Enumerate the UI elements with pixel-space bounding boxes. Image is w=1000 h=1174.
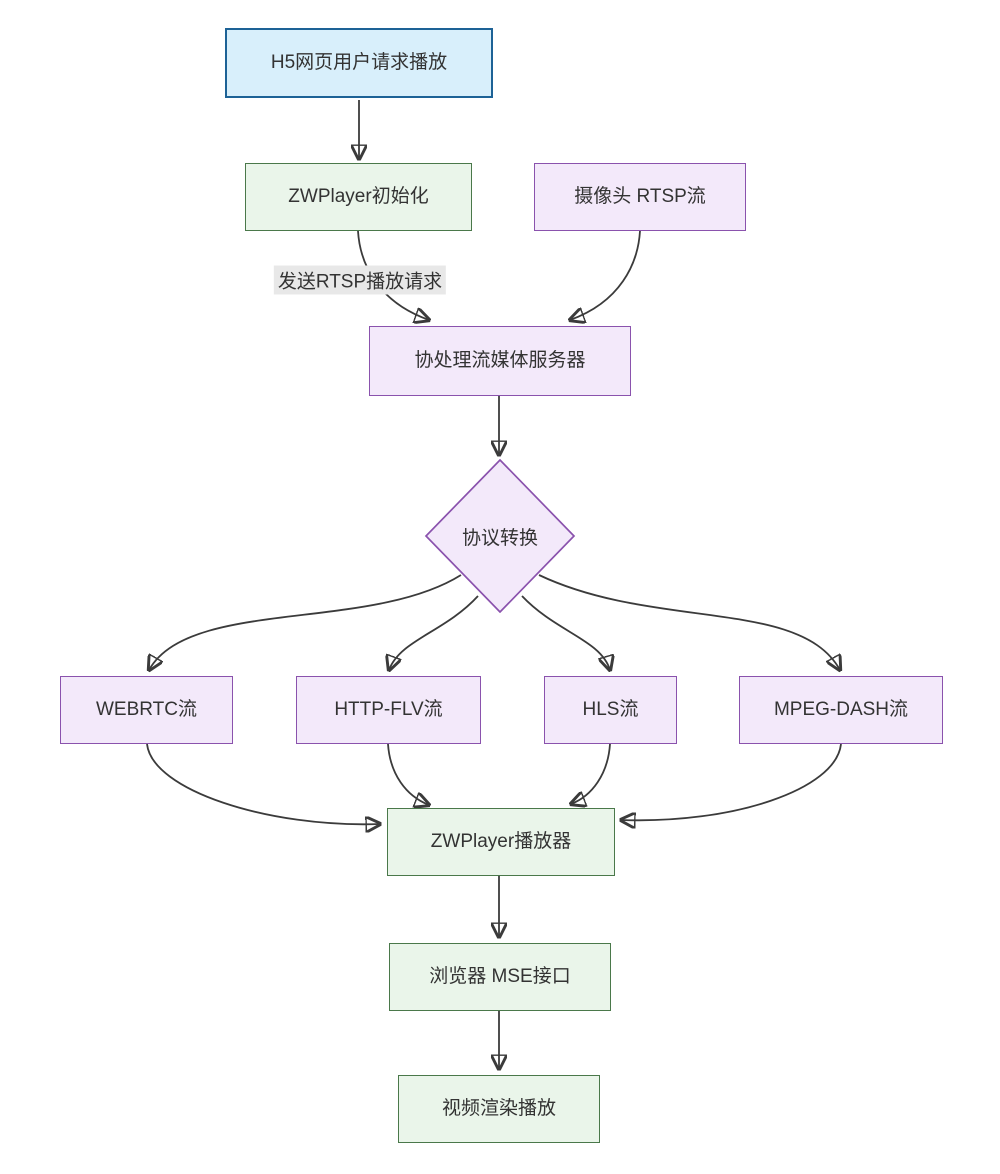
edge-webrtc-to-player — [146, 743, 380, 824]
node-mpeg-dash-label: MPEG-DASH流 — [773, 698, 909, 720]
node-camera-rtsp-label: 摄像头 RTSP流 — [574, 185, 706, 207]
node-camera-rtsp: 摄像头 RTSP流 — [534, 163, 746, 231]
node-mpeg-dash: MPEG-DASH流 — [739, 676, 943, 744]
node-zwplayer-init: ZWPlayer初始化 — [245, 163, 472, 231]
node-h5-request: H5网页用户请求播放 — [225, 28, 493, 98]
node-video-render: 视频渲染播放 — [398, 1075, 600, 1143]
edge-decision-to-mpegdash — [538, 574, 840, 670]
node-http-flv-label: HTTP-FLV流 — [334, 698, 443, 720]
node-http-flv: HTTP-FLV流 — [296, 676, 481, 744]
node-browser-mse: 浏览器 MSE接口 — [389, 943, 611, 1011]
diamond-shape — [424, 459, 576, 613]
node-media-server-label: 协处理流媒体服务器 — [414, 349, 586, 371]
edge-httpflv-to-player — [387, 743, 429, 805]
edge-mpegdash-to-player — [621, 743, 842, 820]
node-webrtc-label: WEBRTC流 — [96, 698, 197, 720]
node-protocol-convert: 协议转换 — [424, 459, 576, 613]
node-zwplayer-player-label: ZWPlayer播放器 — [430, 830, 572, 852]
node-zwplayer-player: ZWPlayer播放器 — [387, 808, 615, 876]
node-protocol-convert-label: 协议转换 — [461, 527, 538, 549]
node-media-server: 协处理流媒体服务器 — [369, 326, 631, 396]
edge-camera-to-server — [570, 230, 641, 320]
edge-decision-to-webrtc — [149, 574, 462, 670]
node-browser-mse-label: 浏览器 MSE接口 — [429, 965, 571, 987]
edge-label-send-rtsp: 发送RTSP播放请求 — [273, 265, 447, 295]
edge-hls-to-player — [571, 743, 611, 804]
node-zwplayer-init-label: ZWPlayer初始化 — [288, 185, 429, 207]
node-hls: HLS流 — [544, 676, 677, 744]
node-h5-request-label: H5网页用户请求播放 — [270, 51, 448, 73]
node-hls-label: HLS流 — [582, 698, 639, 720]
node-video-render-label: 视频渲染播放 — [441, 1097, 556, 1119]
node-webrtc: WEBRTC流 — [60, 676, 233, 744]
